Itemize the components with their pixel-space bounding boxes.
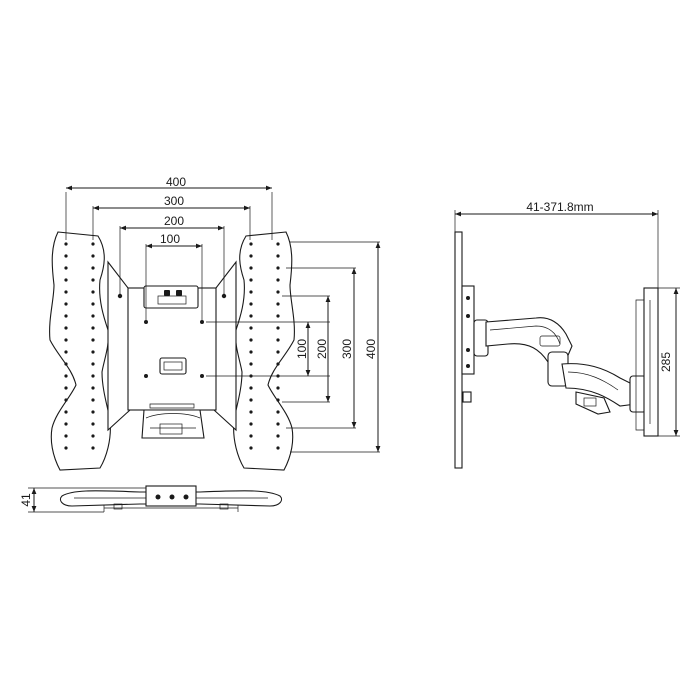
mounting-hole [276,254,280,258]
center-plate [107,260,237,439]
mounting-hole [64,338,68,342]
height-dimensions: 100 200 300 400 [206,241,381,453]
mounting-hole [91,422,95,426]
mounting-hole [91,350,95,354]
mounting-hole [249,446,253,450]
mounting-hole [276,446,280,450]
mounting-hole [276,326,280,330]
mounting-hole [249,362,253,366]
mounting-hole [249,386,253,390]
mounting-hole [249,350,253,354]
mounting-hole [249,338,253,342]
dim-300-width: 300 [164,194,184,208]
mounting-hole [249,398,253,402]
mounting-hole [91,446,95,450]
mounting-hole [91,242,95,246]
tv-panel-edge [454,231,463,469]
mounting-hole [276,422,280,426]
mounting-hole [249,242,253,246]
mounting-hole [91,254,95,258]
mounting-hole [249,290,253,294]
mounting-hole [276,350,280,354]
mounting-hole [64,266,68,270]
mounting-hole [64,386,68,390]
dim-285-height: 285 [659,352,673,372]
mounting-hole [64,434,68,438]
mounting-hole [64,254,68,258]
mounting-hole [64,398,68,402]
side-view: 41-371.8mm 285 [454,200,680,469]
mounting-hole [249,410,253,414]
mounting-hole [91,434,95,438]
dim-200-width: 200 [164,214,184,228]
mounting-hole [91,326,95,330]
mounting-hole [249,278,253,282]
mounting-hole [249,434,253,438]
left-wing-plate [49,231,111,471]
mounting-hole [276,434,280,438]
bottom-view: 41 [19,485,283,513]
mounting-hole [249,302,253,306]
dim-400-width: 400 [166,175,186,189]
mounting-hole [276,302,280,306]
mounting-hole [91,314,95,318]
mounting-hole [276,290,280,294]
mounting-hole [64,362,68,366]
mounting-hole [276,362,280,366]
mounting-hole [276,410,280,414]
mounting-hole [64,374,68,378]
dim-41-depth: 41 [19,493,33,507]
width-dimensions: 400 300 200 100 [65,175,273,320]
dim-100-width: 100 [160,232,180,246]
dim-400-height: 400 [364,339,378,359]
mounting-hole [91,266,95,270]
dim-extension: 41-371.8mm [526,200,593,214]
wing-hole-grid [64,242,280,450]
dim-300-height: 300 [340,339,354,359]
mounting-hole [249,254,253,258]
mounting-hole [91,386,95,390]
mounting-hole [276,266,280,270]
mounting-hole [64,446,68,450]
dim-200-height: 200 [315,339,329,359]
mounting-hole [64,242,68,246]
mounting-hole [91,374,95,378]
wall-plate [643,287,659,437]
mounting-hole [64,326,68,330]
mounting-hole [91,362,95,366]
dim-100-height: 100 [295,339,309,359]
mounting-hole [249,422,253,426]
mounting-hole [64,278,68,282]
mounting-hole [91,278,95,282]
mounting-hole [249,314,253,318]
mounting-hole [249,266,253,270]
mounting-hole [64,290,68,294]
mounting-hole [64,410,68,414]
mounting-hole [249,326,253,330]
mounting-hole [276,338,280,342]
mounting-hole [276,278,280,282]
mounting-hole [64,314,68,318]
mounting-hole [91,302,95,306]
mounting-hole [276,398,280,402]
mounting-hole [91,410,95,414]
mounting-hole [64,422,68,426]
mounting-hole [64,302,68,306]
mounting-hole [91,290,95,294]
mounting-hole [64,350,68,354]
right-wing-plate [233,231,295,471]
mounting-hole [276,242,280,246]
mounting-hole [276,386,280,390]
mounting-hole [91,398,95,402]
mounting-hole [276,314,280,318]
mounting-hole [91,338,95,342]
front-view: 400 300 200 100 [49,175,381,471]
